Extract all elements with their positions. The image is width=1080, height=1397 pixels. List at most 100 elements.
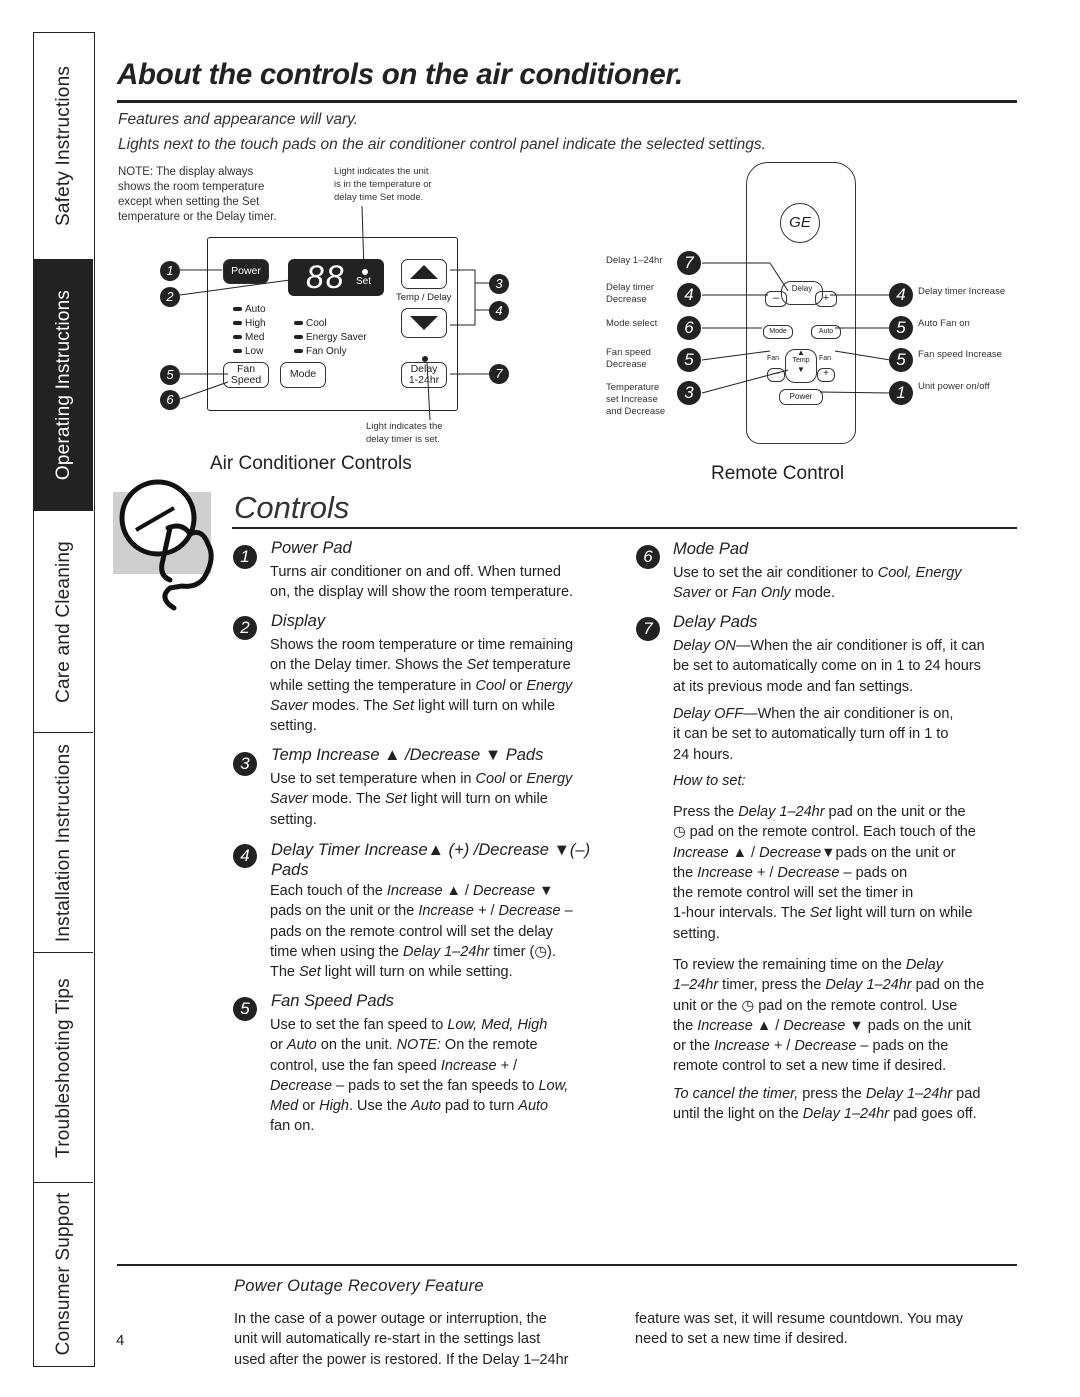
temp-decrease-pad[interactable] xyxy=(401,308,447,338)
cancel-timer-body: To cancel the timer, press the Delay 1–2… xyxy=(673,1086,981,1123)
up-arrow-icon xyxy=(410,265,438,279)
remote-control: GE Delay – + Mode Auto ▲ Temp ▼ Fan Fan … xyxy=(746,162,856,444)
remote-delay-increase[interactable]: + xyxy=(815,291,837,307)
section-6-number: 6 xyxy=(636,545,660,569)
panel-callout-2: 2 xyxy=(160,287,180,307)
outage-heading: Power Outage Recovery Feature xyxy=(234,1277,484,1295)
remote-callout-1: 1 xyxy=(889,381,913,405)
set-light xyxy=(362,269,368,275)
section-4-body: Each touch of the Increase ▲ / Decrease … xyxy=(270,883,573,981)
remote-label-fan-increase: Fan speed Increase xyxy=(918,349,1002,360)
tab-troubleshooting-tips[interactable]: Troubleshooting Tips xyxy=(34,953,93,1183)
tab-care-and-cleaning[interactable]: Care and Cleaning xyxy=(34,511,93,733)
panel-callout-3: 3 xyxy=(489,274,509,294)
temp-increase-pad[interactable] xyxy=(401,259,447,289)
remote-callout-6: 6 xyxy=(677,316,701,340)
remote-label-auto-fan: Auto Fan on xyxy=(918,318,970,329)
remote-fan-left-label: Fan xyxy=(767,355,780,362)
remote-fan-increase[interactable]: + xyxy=(817,368,835,382)
remote-label-power: Unit power on/off xyxy=(918,381,990,392)
power-pad[interactable]: Power xyxy=(223,259,269,284)
temp-display: 88 xyxy=(306,259,346,295)
panel-callout-6: 6 xyxy=(160,390,180,410)
display-window: 88 Set xyxy=(288,259,384,296)
review-timer-body: To review the remaining time on the Dela… xyxy=(673,957,985,1075)
section-5-heading: Fan Speed Pads xyxy=(271,992,394,1010)
panel-callout-lines xyxy=(179,269,490,421)
how-to-set-body: Press the Delay 1–24hr pad on the unit o… xyxy=(673,804,976,942)
ge-logo: GE xyxy=(780,203,820,243)
section-2-body: Shows the room temperature or time remai… xyxy=(270,637,574,735)
section-7-heading: Delay Pads xyxy=(673,613,758,631)
remote-callout-4-right: 4 xyxy=(889,283,913,307)
side-tabs: Safety Instructions Operating Instructio… xyxy=(33,32,95,1367)
mode-pad[interactable]: Mode xyxy=(280,362,326,388)
tab-installation-instructions[interactable]: Installation Instructions xyxy=(34,733,93,953)
mode-led-energy-saver: Energy Saver xyxy=(294,332,367,343)
mode-led-cool: Cool xyxy=(294,318,327,329)
remote-callout-5-left: 5 xyxy=(677,348,701,372)
controls-rule xyxy=(232,527,1017,529)
section-5-body: Use to set the fan speed to Low, Med, Hi… xyxy=(270,1017,569,1135)
section-2-heading: Display xyxy=(271,612,326,630)
title-rule xyxy=(117,100,1017,103)
panel-callout-7: 7 xyxy=(489,364,509,384)
delay-light xyxy=(422,356,428,362)
hand-touch-icon xyxy=(119,479,214,611)
section-5-number: 5 xyxy=(233,997,257,1021)
set-label: Set xyxy=(356,276,372,287)
remote-mode-pad[interactable]: Mode xyxy=(763,325,793,339)
remote-power-pad[interactable]: Power xyxy=(779,389,823,405)
section-3-number: 3 xyxy=(233,752,257,776)
outage-left-body: In the case of a power outage or interru… xyxy=(234,1311,569,1368)
remote-label-delay-increase: Delay timer Increase xyxy=(918,286,1006,297)
bottom-rule xyxy=(117,1264,1017,1266)
remote-callout-5-right: 5 xyxy=(889,348,913,372)
remote-caption: Remote Control xyxy=(711,463,845,484)
remote-callout-5-auto: 5 xyxy=(889,316,913,340)
fan-led-low: Low xyxy=(233,346,263,357)
remote-auto-pad[interactable]: Auto xyxy=(811,325,841,339)
tab-consumer-support[interactable]: Consumer Support xyxy=(52,1192,74,1356)
remote-delay-decrease[interactable]: – xyxy=(765,291,787,307)
section-6-body: Use to set the air conditioner to Cool, … xyxy=(673,565,962,602)
remote-callout-7: 7 xyxy=(677,251,701,275)
remote-label-delay: Delay 1–24hr xyxy=(606,255,663,266)
how-to-set-heading: How to set: xyxy=(673,773,746,789)
section-1-heading: Power Pad xyxy=(271,539,352,557)
remote-callout-4-left: 4 xyxy=(677,283,701,307)
remote-fan-right-label: Fan xyxy=(819,355,832,362)
down-arrow-icon xyxy=(410,316,438,330)
section-2-number: 2 xyxy=(233,616,257,640)
section-7-delay-on: Delay ON—When the air conditioner is off… xyxy=(673,638,985,695)
temp-delay-label: Temp / Delay xyxy=(396,292,452,303)
section-1-number: 1 xyxy=(233,545,257,569)
section-4-number: 4 xyxy=(233,844,257,868)
panel-caption: Air Conditioner Controls xyxy=(210,453,412,474)
panel-callout-1: 1 xyxy=(160,261,180,281)
tab-operating-instructions[interactable]: Operating Instructions xyxy=(34,260,93,511)
section-3-body: Use to set temperature when in Cool or E… xyxy=(270,771,573,828)
page-title: About the controls on the air conditione… xyxy=(117,58,683,91)
tab-safety-instructions[interactable]: Safety Instructions xyxy=(34,33,93,260)
section-7-delay-off: Delay OFF—When the air conditioner is on… xyxy=(673,706,954,763)
section-7-number: 7 xyxy=(636,617,660,641)
control-panel: Power 88 Set Temp / Delay Auto High Med … xyxy=(207,237,458,411)
section-1-body: Turns air conditioner on and off. When t… xyxy=(270,564,574,601)
remote-temp-pad[interactable]: ▲ Temp ▼ xyxy=(785,348,817,383)
intro-features: Features and appearance will vary. xyxy=(118,111,359,128)
section-4-heading: Delay Timer Increase▲ (+) /Decrease ▼(–)… xyxy=(271,841,591,879)
remote-label-mode: Mode select xyxy=(606,318,658,329)
panel-callout-4: 4 xyxy=(489,301,509,321)
panel-callout-5: 5 xyxy=(160,365,180,385)
mode-led-fan-only: Fan Only xyxy=(294,346,347,357)
remote-callout-lines xyxy=(701,262,891,394)
outage-right-body: feature was set, it will resume countdow… xyxy=(635,1311,964,1348)
section-3-heading: Temp Increase ▲ /Decrease ▼ Pads xyxy=(271,746,544,764)
